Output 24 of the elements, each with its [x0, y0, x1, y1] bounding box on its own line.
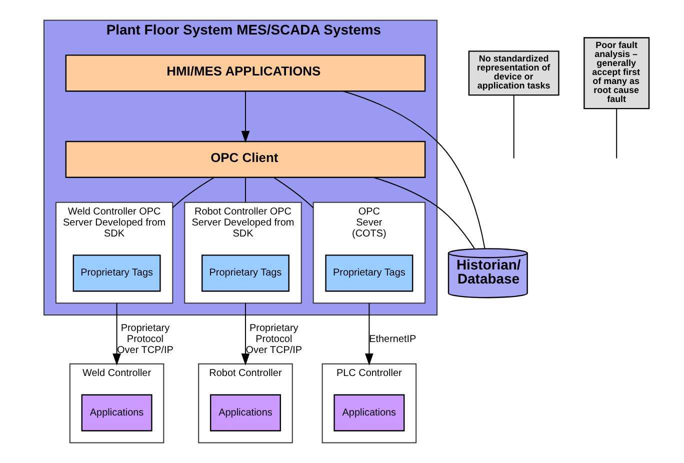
node-box: OPC Client — [64, 140, 426, 178]
edge-label: Proprietary Protocol Over TCP/IP — [245, 323, 302, 356]
connector — [244, 176, 246, 203]
edge-label: Proprietary Protocol Over TCP/IP — [116, 323, 173, 356]
node-box: HMI/MES APPLICATIONS — [64, 54, 426, 92]
arrow — [240, 90, 250, 143]
arrow — [112, 302, 120, 366]
connector — [272, 177, 314, 208]
connector — [372, 176, 474, 250]
connector — [616, 108, 617, 159]
edge-label: EthernetIP — [368, 334, 416, 345]
node-box: No standardized representation of device or application tasks — [468, 50, 559, 96]
node-box: Proprietary Tags — [72, 254, 160, 292]
node-box: Proprietary Tags — [201, 254, 289, 292]
connector — [342, 90, 485, 250]
node-box: Poor fault analysis – generally accept first of many as root cause fault — [583, 37, 650, 110]
arrow — [240, 302, 250, 366]
arrow — [364, 302, 373, 366]
connector — [512, 94, 514, 159]
node-box: Applications — [333, 394, 404, 432]
node-box: Applications — [80, 394, 152, 432]
connector — [172, 176, 214, 208]
node-box: Applications — [209, 394, 280, 432]
node-box: Proprietary Tags — [324, 254, 413, 292]
